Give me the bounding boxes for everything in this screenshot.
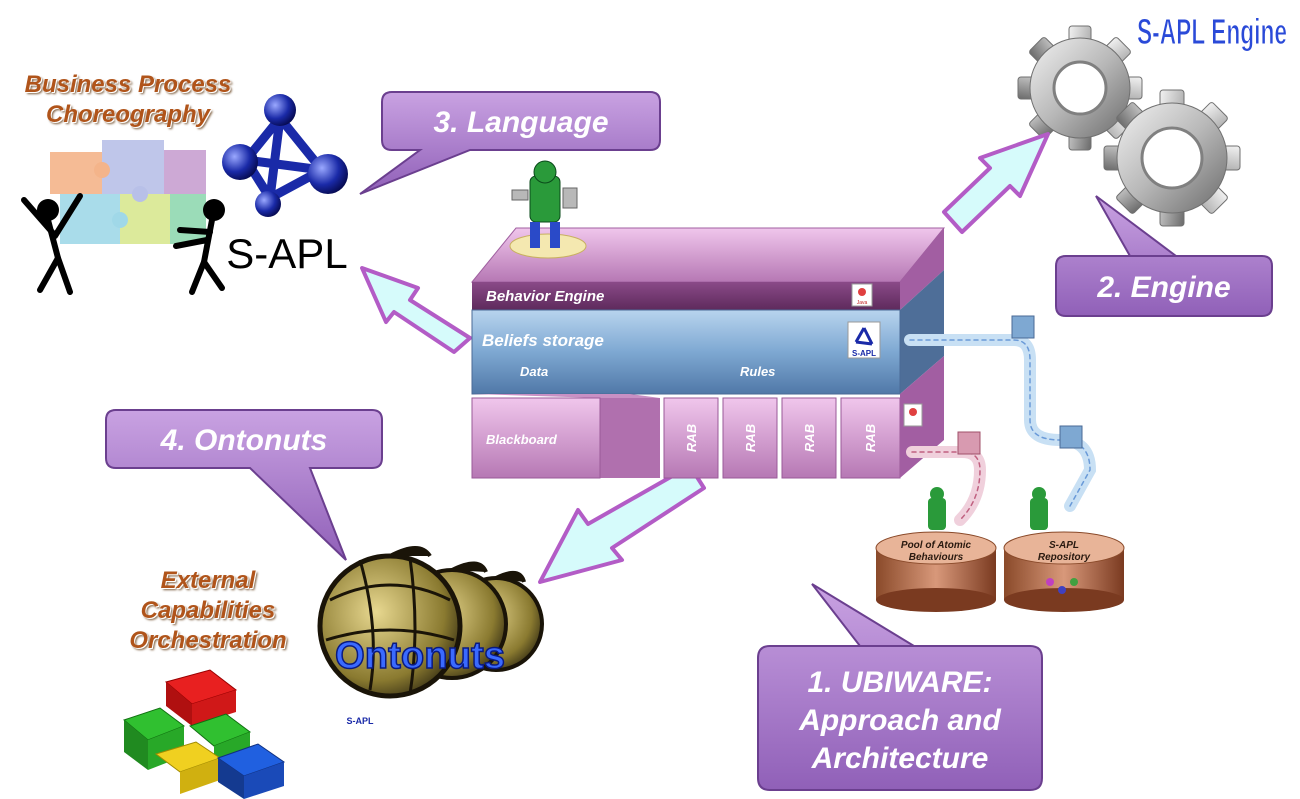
arrow-to-ontonuts xyxy=(538,464,706,584)
java-icon xyxy=(851,283,923,427)
ontonuts-logo-text: Ontonuts xyxy=(335,635,505,677)
callout-ubiware-line3: Architecture xyxy=(811,742,989,775)
blackboard-block xyxy=(471,397,601,479)
callout-ontonuts xyxy=(105,409,383,561)
external-title-line2: Capabilities xyxy=(140,597,276,624)
business-title-line2: Choreography xyxy=(45,101,210,128)
architecture-stack xyxy=(470,227,946,479)
rab-label-1: RAB xyxy=(684,424,699,452)
blackboard-label: Blackboard xyxy=(486,432,558,447)
gear-icon xyxy=(1017,25,1143,151)
sapl-icon-label: S-APL xyxy=(852,349,876,358)
sapl-logo xyxy=(222,94,348,217)
pool-repository xyxy=(875,487,997,612)
beliefs-storage-layer xyxy=(471,309,901,395)
callout-ubiware-line2: Approach and xyxy=(798,704,1001,737)
data-label: Data xyxy=(520,364,548,379)
gear-icon-small xyxy=(1103,89,1241,227)
connector-pipes xyxy=(904,315,1097,526)
external-title-line3: Orchestration xyxy=(129,627,287,654)
stick-figure-left xyxy=(21,193,83,295)
rab-label-2: RAB xyxy=(743,424,758,452)
callout-engine xyxy=(1055,195,1273,317)
pool-label-line2: Behaviours xyxy=(909,552,964,563)
sapl-small-icon xyxy=(847,321,881,359)
rules-label: Rules xyxy=(740,364,775,379)
ontonuts-small-text: S-APL xyxy=(347,716,375,726)
engine-logo-text: S-APL Engine xyxy=(1137,11,1287,52)
behavior-engine-label: Behavior Engine xyxy=(486,288,604,305)
sapl-repo-label-line1: S-APL xyxy=(1049,540,1079,551)
business-title: Business Process Choreography xyxy=(8,70,248,130)
callout-ontonuts-text: 4. Ontonuts xyxy=(160,424,328,457)
java-icon-label: Java xyxy=(857,300,868,306)
callout-engine-text: 2. Engine xyxy=(1096,271,1230,304)
pool-label-line1: Pool of Atomic xyxy=(901,540,972,551)
robot-agent-icon xyxy=(509,160,587,259)
ontonuts-globes xyxy=(317,546,544,699)
rab-label-3: RAB xyxy=(802,424,817,452)
arrow-to-engine xyxy=(942,132,1050,234)
stick-figure-right xyxy=(173,199,225,295)
business-title-line1: Business Process xyxy=(24,71,232,98)
callout-ubiware-line1: 1. UBIWARE: xyxy=(807,666,992,699)
lego-bricks-illustration xyxy=(122,669,286,799)
puzzle-illustration xyxy=(50,140,206,244)
arrow-to-sapl xyxy=(360,266,472,354)
sapl-repository xyxy=(1003,487,1125,612)
rab-label-4: RAB xyxy=(863,424,878,452)
external-title: External Capabilities Orchestration xyxy=(108,566,308,656)
sapl-repo-label-line2: Repository xyxy=(1038,552,1091,563)
behavior-engine-layer xyxy=(472,282,900,310)
callout-language xyxy=(359,91,661,195)
external-title-line1: External xyxy=(160,567,256,594)
callout-language-text: 3. Language xyxy=(433,106,608,139)
sapl-logo-text: S-APL xyxy=(226,230,347,277)
beliefs-storage-label: Beliefs storage xyxy=(482,331,604,350)
callout-ubiware xyxy=(757,583,1043,791)
